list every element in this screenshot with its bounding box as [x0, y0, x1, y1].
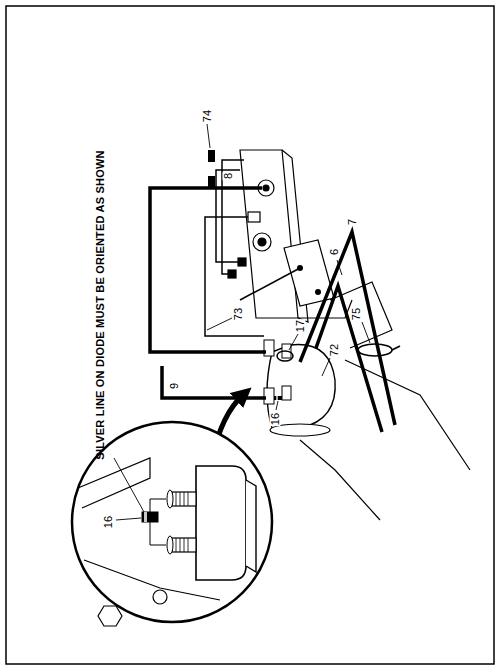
drawing-stroke: [176, 492, 188, 552]
drawing-stroke: [172, 538, 196, 552]
board-screw: [315, 289, 321, 295]
wire-clamp: [358, 344, 392, 356]
callout-number: 75: [351, 307, 362, 321]
drawing-stroke: [208, 176, 215, 188]
drawing-stroke: [78, 458, 150, 508]
drawing-stroke: [150, 522, 151, 534]
drawing-stroke: [248, 212, 260, 222]
wire-harness: [216, 170, 240, 262]
wire-8: [150, 188, 266, 352]
wire-9: [162, 366, 266, 398]
drawing-stroke: [188, 492, 189, 506]
callout-number: 9: [169, 382, 180, 390]
drawing-stroke: [184, 538, 185, 552]
drawing-stroke: [276, 396, 278, 400]
drawing-stroke: [276, 401, 278, 410]
drawing-stroke: [184, 492, 185, 506]
drawing-stroke: [322, 358, 330, 376]
terminals: [228, 180, 274, 278]
callout-number: 72: [329, 343, 340, 357]
drawing-stroke: [238, 258, 246, 266]
callout-number: 8: [223, 172, 234, 180]
drawing-stroke: [282, 386, 291, 400]
drawing-stroke: [274, 396, 282, 400]
thin-wires: [205, 160, 300, 336]
wire-harness: [240, 268, 300, 300]
drawing-stroke: [176, 492, 177, 506]
note-text: SILVER LINE ON DIODE MUST BE ORIENTED AS…: [95, 150, 106, 459]
drawing-stroke: [176, 538, 177, 552]
leader-lines: [207, 124, 370, 410]
page-frame: [6, 6, 494, 664]
drawing-stroke: [98, 606, 122, 626]
drawing-stroke: [150, 510, 151, 512]
drawing-stroke: [172, 492, 196, 506]
callout-number: 6: [329, 248, 340, 256]
solenoid: [264, 340, 335, 436]
drawing-stroke: [277, 351, 293, 361]
drawing-stroke: [196, 466, 246, 580]
mounting-panel: [240, 150, 470, 520]
leader-line: [114, 458, 144, 512]
drawing-stroke: [253, 233, 271, 251]
clamp-tab: [392, 346, 400, 350]
wire-73: [205, 217, 264, 336]
drawing-stroke: [289, 334, 298, 350]
leader-line: [116, 518, 141, 520]
wire-6: [316, 286, 382, 432]
callout-number: 17: [295, 319, 306, 333]
drawing-stroke: [153, 590, 167, 604]
callout-number: 16: [270, 412, 281, 426]
drawing-stroke: [258, 238, 266, 246]
drawing-stroke: [167, 536, 173, 554]
drawing-stroke: [264, 388, 274, 404]
drawing-stroke: [180, 492, 181, 506]
drawing-stroke: [246, 480, 256, 572]
drawing-stroke: [263, 185, 269, 191]
diode-silver-line: [144, 512, 147, 522]
drawing-stroke: [337, 260, 342, 275]
drawing-stroke: [167, 490, 173, 508]
drawing-stroke: [207, 124, 210, 148]
drawing-stroke: [240, 150, 298, 318]
callout-number: 16: [103, 515, 114, 529]
drawing-stroke: [208, 150, 215, 162]
connectors: [208, 150, 215, 188]
drawing-stroke: [207, 318, 232, 330]
callout-number: 73: [233, 307, 244, 321]
callout-number: 74: [202, 109, 213, 123]
drawing-stroke: [180, 538, 181, 552]
diode: [142, 512, 158, 522]
drawing-stroke: [300, 440, 380, 520]
drawing-stroke: [188, 538, 189, 552]
callout-number: 7: [347, 218, 358, 226]
wires: [150, 188, 395, 432]
wire-7: [300, 232, 395, 425]
wire-harness: [222, 160, 244, 274]
drawing-stroke: [362, 322, 370, 343]
